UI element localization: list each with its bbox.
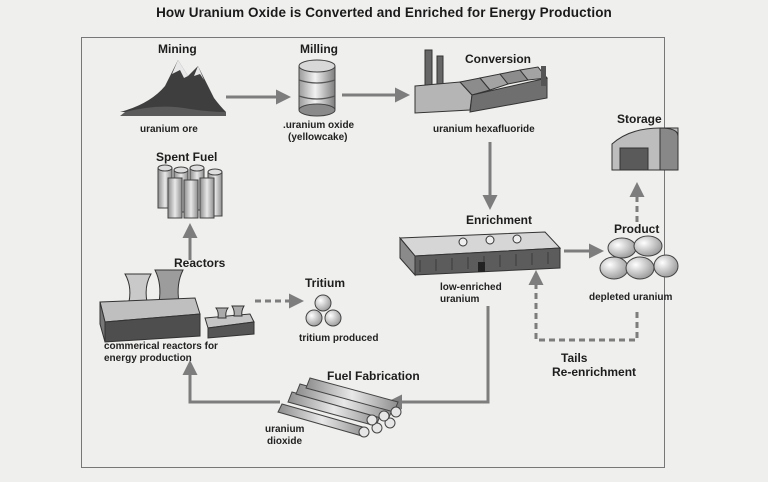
diagram-frame (81, 37, 665, 468)
milling-desc-line2: (yellowcake) (288, 132, 348, 143)
reactors-desc-line2: energy production (104, 353, 192, 364)
mining-label: Mining (158, 42, 197, 56)
enrichment-desc-line2: uranium (440, 294, 480, 305)
enrichment-label: Enrichment (466, 213, 533, 227)
spent-fuel-label: Spent Fuel (156, 150, 218, 164)
diagram-title: How Uranium Oxide is Converted and Enric… (156, 5, 612, 20)
tritium-label: Tritium (305, 276, 346, 290)
product-label: Product (614, 222, 660, 236)
tritium-desc: tritium produced (299, 333, 379, 344)
milling-label: Milling (300, 42, 338, 56)
product-desc: depleted uranium (589, 292, 673, 303)
storage-label: Storage (617, 112, 662, 126)
fuel-fabrication-desc-line2: dioxide (267, 436, 303, 447)
reactors-label: Reactors (174, 256, 226, 270)
reenrichment-label: Re-enrichment (552, 365, 637, 379)
mining-desc: uranium ore (140, 124, 198, 135)
conversion-desc: uranium hexafluoride (433, 124, 535, 135)
conversion-label: Conversion (465, 52, 532, 66)
tails-label: Tails (561, 351, 588, 365)
milling-desc-line1: .uranium oxide (283, 120, 355, 131)
fuel-fabrication-label: Fuel Fabrication (327, 369, 420, 383)
fuel-fabrication-desc-line1: uranium (265, 424, 305, 435)
enrichment-desc-line1: low-enriched (440, 282, 502, 293)
reactors-desc-line1: commerical reactors for (104, 341, 218, 352)
